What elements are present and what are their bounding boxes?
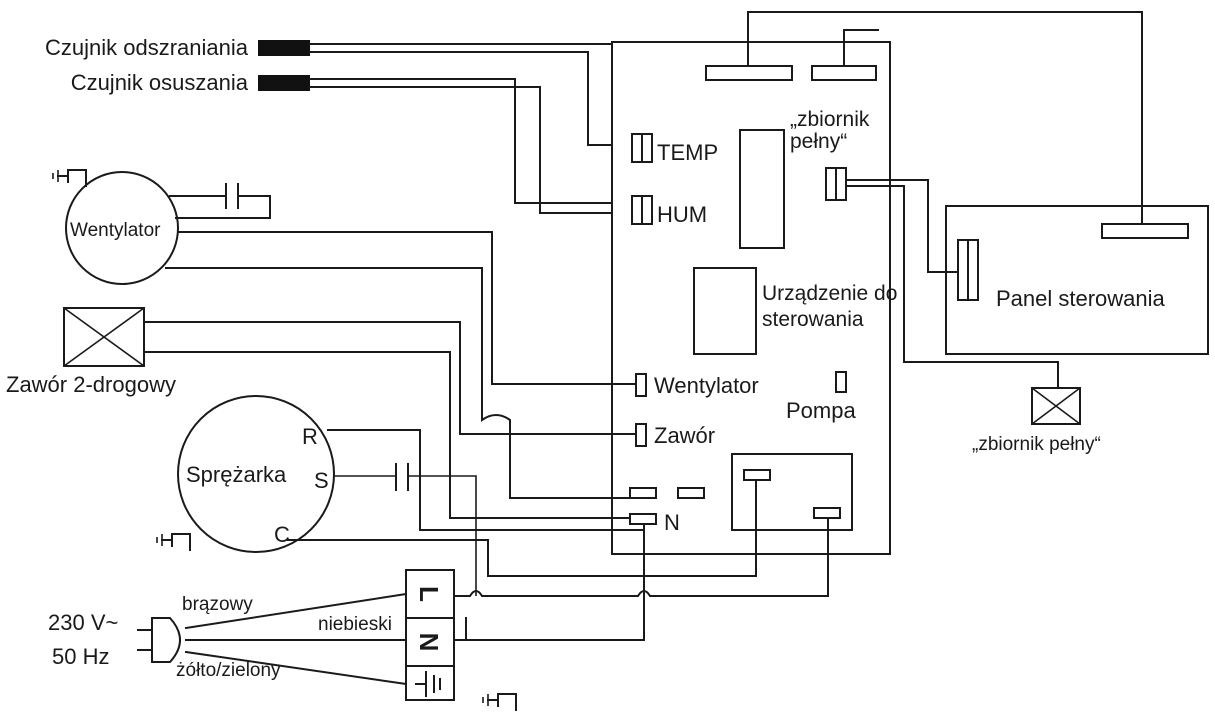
relay-connector-1 — [743, 469, 771, 481]
board-chip — [739, 129, 785, 249]
terminal-wires — [453, 517, 829, 641]
compressor-capacitor — [327, 429, 645, 597]
board-n-label: N — [664, 510, 680, 535]
board-panel-wires — [747, 11, 1143, 389]
board-pump-connector — [835, 371, 847, 393]
compressor-r-label: R — [302, 424, 318, 449]
temp-label: TEMP — [657, 140, 718, 165]
terminal-ground-icon — [482, 693, 517, 711]
control-panel-label: Panel sterowania — [996, 286, 1166, 311]
terminal-l-label: L — [414, 586, 444, 602]
board-top-connector-1 — [705, 65, 793, 81]
compressor-label: Sprężarka — [186, 462, 287, 487]
hum-label: HUM — [657, 202, 707, 227]
dry-sensor-label: Czujnik osuszania — [71, 70, 249, 95]
board-n-connector — [629, 513, 657, 525]
brown-wire-label: brązowy — [182, 594, 253, 615]
yellow-green-wire-label: żółto/zielony — [176, 660, 281, 681]
board-valve-label: Zawór — [654, 423, 715, 448]
board-small-connector-1 — [629, 487, 657, 499]
compressor: Sprężarka R S C — [177, 395, 335, 553]
temp-connector: TEMP — [631, 133, 718, 165]
board-fan-label: Wentylator — [654, 373, 759, 398]
fan-motor-label: Wentylator — [70, 220, 161, 241]
frequency-label: 50 Hz — [52, 644, 109, 669]
tank-full-top-label-2: pełny“ — [790, 130, 847, 153]
fan-wires — [165, 231, 637, 499]
compressor-s-label: S — [314, 468, 329, 493]
control-panel-connector-top — [1101, 223, 1189, 239]
dry-sensor-probe — [258, 75, 310, 91]
compressor-c-label: C — [274, 522, 290, 547]
board-pump-label: Pompa — [786, 398, 856, 423]
board-small-connector-2 — [677, 487, 705, 499]
compressor-c-wire — [287, 479, 757, 577]
tank-full-top-label-1: „zbiornik — [790, 108, 870, 131]
defrost-sensor-label: Czujnik odszraniania — [45, 35, 249, 60]
tank-full-switch — [1031, 387, 1081, 425]
sensor-wires — [309, 43, 633, 214]
fan-motor: Wentylator — [65, 171, 179, 285]
valve-wires — [143, 321, 637, 519]
mains-plug: 230 V~ 50 Hz brązowy niebieski żółto/zie… — [48, 592, 408, 686]
control-device-label-2: sterowania — [762, 308, 864, 331]
relay-connector-2 — [813, 507, 841, 519]
blue-wire-label: niebieski — [318, 614, 392, 635]
two-way-valve: Zawór 2-drogowy — [6, 307, 176, 397]
defrost-sensor-probe — [258, 40, 310, 56]
defrost-sensor: Czujnik odszraniania — [45, 35, 310, 60]
fan-ground-icon — [52, 169, 87, 187]
control-device-box — [693, 267, 757, 355]
dry-sensor: Czujnik osuszania — [71, 70, 310, 95]
terminal-n-label: N — [414, 633, 444, 652]
board-fan-connector — [635, 373, 647, 397]
board-top-connector-2 — [811, 65, 877, 81]
hum-connector: HUM — [631, 195, 707, 227]
board-valve-connector — [635, 423, 647, 447]
compressor-ground-icon — [156, 533, 191, 551]
valve-label: Zawór 2-drogowy — [6, 372, 176, 397]
fan-capacitor — [169, 183, 271, 219]
control-device-label-1: Urządzenie do — [762, 282, 897, 305]
terminal-block: L N — [405, 569, 455, 701]
control-panel-connector-side — [957, 239, 979, 301]
voltage-label: 230 V~ — [48, 610, 118, 635]
tank-full-board-connector — [825, 167, 847, 201]
tank-full-bottom-label: „zbiornik pełny“ — [972, 434, 1101, 455]
